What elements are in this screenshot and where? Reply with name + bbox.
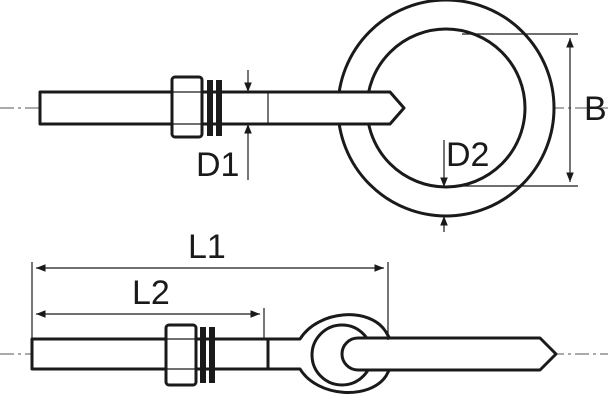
top-view: D1 B D2 <box>0 0 608 232</box>
washer-top-b <box>216 80 222 136</box>
shaft-bottom <box>30 337 270 371</box>
bottom-view: L1 L2 <box>0 228 608 395</box>
label-d1: D1 <box>196 146 239 184</box>
label-l1: L1 <box>188 228 226 266</box>
label-l2: L2 <box>132 274 170 312</box>
washer-bottom-b <box>209 327 215 383</box>
dimension-b: B <box>462 33 607 187</box>
dimension-d1: D1 <box>196 70 252 184</box>
dimension-d2: D2 <box>440 136 489 232</box>
dimension-l1: L1 <box>31 228 389 340</box>
nut-top <box>170 75 204 139</box>
washer-bottom-a <box>200 327 206 383</box>
label-b: B <box>584 90 607 128</box>
dimension-l2: L2 <box>36 274 265 339</box>
label-d2: D2 <box>446 136 489 174</box>
nut-bottom <box>164 323 198 387</box>
ring-section <box>340 336 558 372</box>
washer-top-a <box>207 80 213 136</box>
